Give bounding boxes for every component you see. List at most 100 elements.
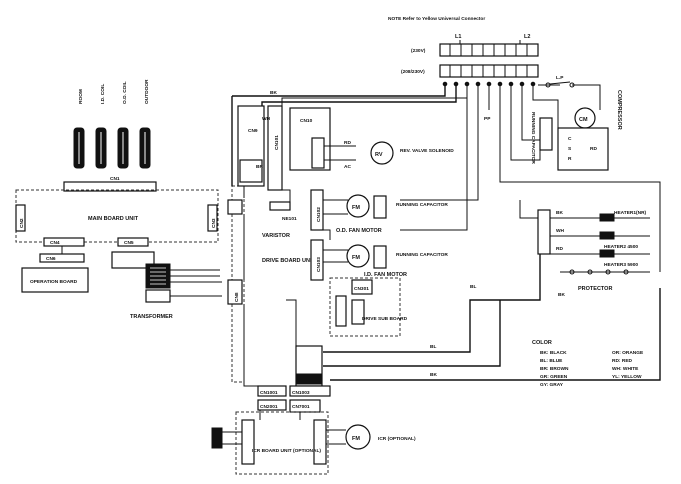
wire-label-rd-compressor: RD [590, 146, 597, 152]
legend-item-or: OR: ORANGE [612, 350, 644, 356]
legend-item-bl: BL: BLUE [540, 358, 563, 364]
operation-board-label: OPERATION BOARD [30, 279, 78, 285]
wire-label-c: C [568, 136, 572, 142]
icr-board-outline [235, 411, 329, 475]
main-board-label: MAIN BOARD UNIT [88, 216, 139, 222]
cn10-label: CN10 [300, 118, 313, 124]
legend-item-bk: BK: BLACK [540, 350, 567, 356]
cn101-connector [267, 105, 283, 191]
cn8-connector [227, 279, 243, 305]
wire-label-bl: BL [430, 344, 436, 350]
wire-label-br: BR [256, 164, 263, 170]
varistor-ref-label: NE101 [282, 216, 297, 222]
cn101-label: CN101 [274, 135, 280, 150]
rev-valve-label: REV. VALVE SOLENOID [400, 148, 454, 154]
heater-block: BK WH RD HEATER1(NR) HEATER2 4500 HEATER… [537, 209, 650, 268]
cn7-connector [227, 199, 243, 215]
sensor-outdoor-label: OUTDOOR [144, 79, 150, 104]
l1-label: L1 [455, 34, 461, 40]
heater2-label: HEATER2 4500 [604, 244, 638, 250]
cn6-label: CN6 [46, 256, 56, 262]
power-terminal-block [439, 40, 539, 87]
cn302-connector [335, 295, 347, 327]
varistor [269, 201, 291, 211]
id-running-cap-label: RUNNING CAPACITOR [396, 252, 448, 258]
icr-board-label: ICR BOARD UNIT (OPTIONAL) [252, 448, 321, 454]
cn102-label: CN102 [316, 207, 322, 222]
od-running-cap-label: RUNNING CAPACITOR [396, 202, 448, 208]
sensor-id-coil-label: I.D. COIL [100, 84, 106, 104]
lp-label: L.P [556, 75, 564, 81]
wire-label-wh: WH [262, 116, 271, 122]
legend-item-rd: RD: RED [612, 358, 633, 364]
cn103-label: CN103 [316, 257, 322, 272]
l2-label: L2 [524, 34, 530, 40]
cn103-connector [310, 239, 324, 281]
compressor: CM COMPRESSOR RD C S R [557, 84, 622, 171]
cn102-connector [310, 189, 324, 231]
cn7001-connector [289, 399, 321, 413]
cn1-connector [63, 181, 157, 192]
wire-label-wh-heater: WH [556, 228, 565, 234]
legend-item-gr: GR: GREEN [540, 374, 568, 380]
wire-label-pp: PP [484, 116, 491, 122]
cn301-connector [351, 279, 373, 295]
drive-board-label: DRIVE BOARD UNIT [262, 258, 316, 264]
cn3-connector [207, 204, 218, 232]
cn9-label: CN9 [248, 128, 258, 134]
od-fan-label: O.D. FAN MOTOR [336, 228, 382, 234]
legend-item-wh: WH: WHITE [612, 366, 639, 372]
od-fm-label: FM [352, 205, 360, 211]
compressor-label: COMPRESSOR [616, 90, 622, 130]
rev-valve-solenoid: RD AC RV REV. VALVE SOLENOID [311, 137, 454, 170]
cn4-label: CN4 [50, 240, 60, 246]
cn5-label: CN5 [124, 240, 134, 246]
heater1-label: HEATER1(NR) [614, 210, 647, 216]
cn2-label: CN2 [19, 218, 25, 228]
cn3-label: CN3 [211, 218, 217, 228]
wire-label-bk-top: BK [270, 90, 277, 96]
sensor-od-coil-label: O.D. COIL [122, 81, 128, 104]
icr-fm-label: FM [352, 436, 360, 442]
od-fan-motor: FM RUNNING CAPACITOR O.D. FAN MOTOR [323, 194, 448, 234]
voltage-230-label: (230V) [411, 48, 426, 54]
rv-label: RV [375, 152, 383, 158]
cn4-connector [43, 237, 85, 247]
wire-label-ac: AC [344, 164, 351, 170]
cn2001-label: CN2001 [260, 404, 278, 410]
lp-switch [538, 81, 575, 88]
legend-item-br: BR: BROWN [540, 366, 569, 372]
wire-label-s: S [568, 146, 572, 152]
voltage-208-230-label: (208/230V) [401, 69, 425, 75]
cn1001-connector [257, 385, 287, 397]
varistor-label: VARISTOR [262, 233, 290, 239]
cn5-connector [117, 237, 149, 247]
icr-motor: FM ICR (OPTIONAL) [326, 424, 416, 450]
protector: PROTECTOR BK [558, 269, 650, 298]
cn7001-label: CN7001 [292, 404, 310, 410]
wire-label-rd-heater: RD [556, 246, 563, 252]
wire-label-r: R [568, 156, 572, 162]
drive-sub-board-label: DRIVE SUB BOARD [362, 316, 408, 322]
cn303-connector [351, 299, 365, 325]
cn2-connector [15, 204, 26, 232]
cn301-label: CN301 [354, 286, 369, 292]
drive-sub-board-outline [329, 277, 401, 337]
heater3-label: HEATER3 5900 [604, 262, 638, 268]
wire-label-bk-bottom: BK [430, 372, 437, 378]
icr-connector-left [211, 427, 242, 449]
wire-label-bk-heater: BK [556, 210, 563, 216]
wire-label-bk-protector: BK [558, 292, 565, 298]
operation-board [21, 267, 89, 293]
color-legend: COLOR BK: BLACK BL: BLUE BR: BROWN GR: G… [532, 340, 644, 388]
wire-label-bl-right: BL [470, 284, 476, 290]
transformer: TRANSFORMER [111, 251, 222, 320]
compressor-capacitor-label: RUNNING CAPACITOR [530, 112, 536, 164]
cm-label: CM [579, 117, 588, 123]
cn2001-connector [257, 399, 287, 411]
sensor-room-label: ROOM [78, 89, 84, 104]
cn1003-connector [289, 385, 331, 397]
protector-label: PROTECTOR [578, 286, 612, 292]
icr-label: ICR (OPTIONAL) [378, 436, 416, 442]
legend-item-yl: YL: YELLOW [612, 374, 642, 380]
